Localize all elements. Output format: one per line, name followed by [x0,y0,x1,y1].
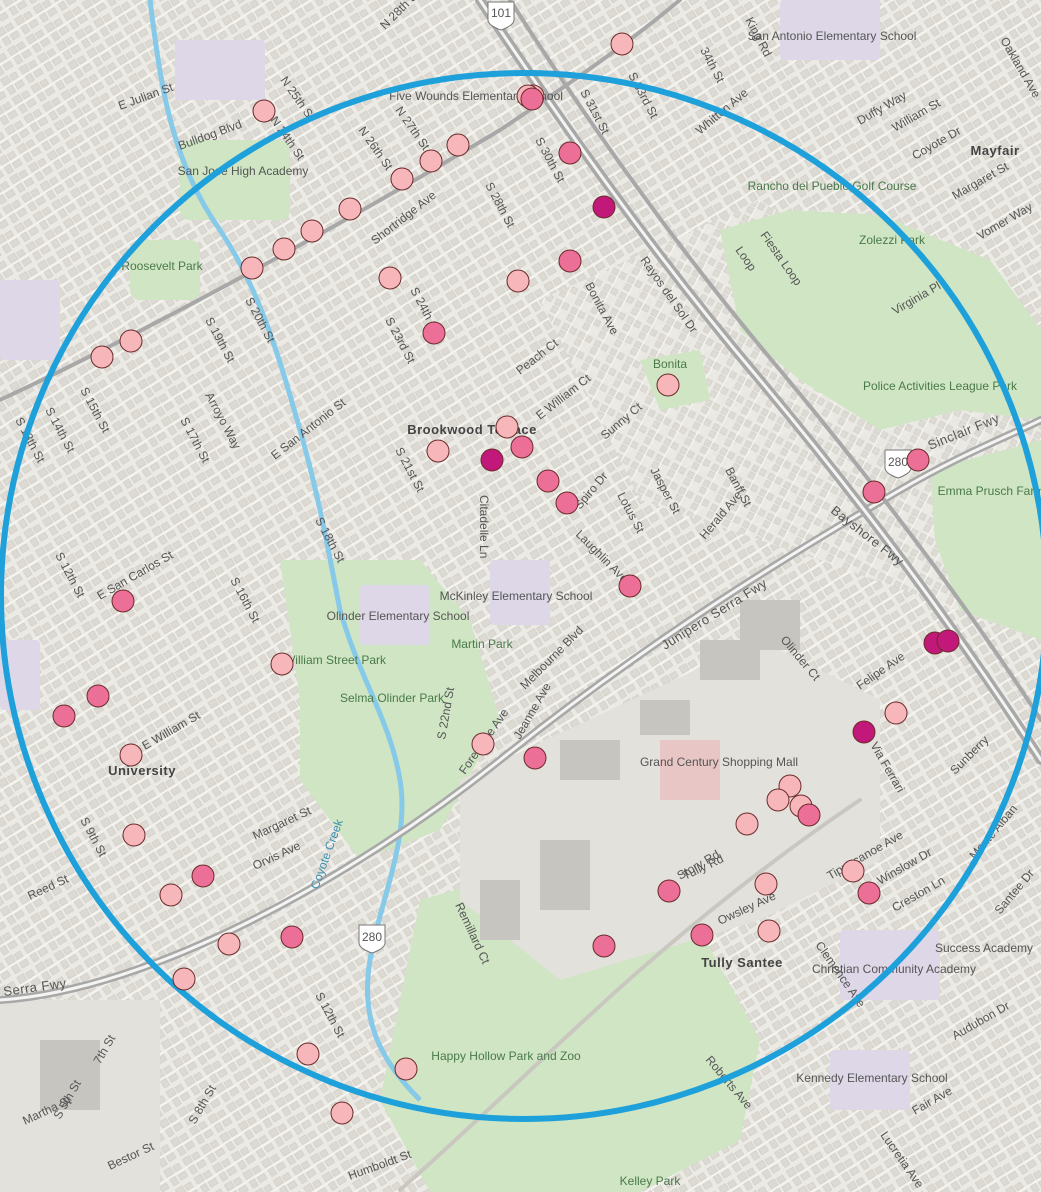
success-academy-label: Success Academy [935,941,1033,955]
olinder-elementary-label: Olinder Elementary School [327,609,470,623]
street-label: Citadelle Ln [477,495,491,558]
marker-light[interactable] [90,345,114,369]
marker-mid[interactable] [280,925,304,949]
marker-light[interactable] [757,919,781,943]
zolezzi-park-label: Zolezzi Park [859,233,926,247]
happy-hollow-label: Happy Hollow Park and Zoo [431,1049,581,1063]
marker-light[interactable] [272,237,296,261]
marker-mid[interactable] [558,141,582,165]
marker-light[interactable] [378,266,402,290]
marker-mid[interactable] [52,704,76,728]
marker-light[interactable] [610,32,634,56]
highway-101-label: 101 [491,6,511,20]
marker-mid[interactable] [592,934,616,958]
highway-280-shield-south: 280 [358,924,386,954]
marker-mid[interactable] [191,864,215,888]
marker-light[interactable] [426,439,450,463]
marker-light[interactable] [119,329,143,353]
pal-park-label: Police Activities League Park [863,379,1018,393]
search-radius-ring [0,70,1041,1122]
marker-mid[interactable] [657,879,681,903]
marker-light[interactable] [419,149,443,173]
emma-prusch-label: Emma Prusch Farm Park [938,484,1041,498]
marker-light[interactable] [338,197,362,221]
marker-mid[interactable] [862,480,886,504]
marker-light[interactable] [270,652,294,676]
marker-light[interactable] [841,859,865,883]
marker-dark[interactable] [480,448,504,472]
martin-park-label: Martin Park [451,637,513,651]
marker-light[interactable] [471,732,495,756]
park-labels: Roosevelt Park William Street Park Selma… [121,179,1041,1188]
marker-light[interactable] [390,167,414,191]
marker-light[interactable] [300,219,324,243]
marker-dark[interactable] [852,720,876,744]
mckinley-elementary-label: McKinley Elementary School [440,589,593,603]
marker-light[interactable] [122,823,146,847]
marker-light[interactable] [252,99,276,123]
marker-light[interactable] [766,788,790,812]
marker-light[interactable] [884,701,908,725]
marker-light[interactable] [172,967,196,991]
kennedy-elementary-label: Kennedy Elementary School [796,1071,947,1085]
marker-light[interactable] [656,373,680,397]
marker-dark[interactable] [592,195,616,219]
selma-olinder-park-label: Selma Olinder Park [340,691,445,705]
university-label: University [108,763,176,778]
marker-light[interactable] [119,743,143,767]
kelley-park-label: Kelley Park [620,1174,682,1188]
marker-light[interactable] [754,872,778,896]
school-labels: San Jose High Academy Five Wounds Elemen… [178,29,1033,1085]
coyote-creek [147,0,422,1102]
marker-mid[interactable] [857,881,881,905]
highway-shields: 101 280 280 [358,1,912,954]
bonita-label: Bonita [653,357,687,371]
marker-light[interactable] [495,415,519,439]
san-jose-high-label: San Jose High Academy [178,164,309,178]
marker-mid[interactable] [618,574,642,598]
san-antonio-elementary-label: San Antonio Elementary School [748,29,917,43]
highway-280-shield-north: 280 [884,449,912,479]
marker-mid[interactable] [536,469,560,493]
marker-mid[interactable] [111,589,135,613]
mayfair-label: Mayfair [970,143,1019,158]
highway-101-shield: 101 [487,1,515,31]
marker-light[interactable] [330,1101,354,1125]
marker-light[interactable] [446,133,470,157]
marker-mid[interactable] [523,746,547,770]
marker-light[interactable] [217,932,241,956]
william-street-park-label: William Street Park [284,653,387,667]
marker-mid[interactable] [520,87,544,111]
roosevelt-park-label: Roosevelt Park [121,259,203,273]
highway-280-label-south: 280 [362,930,382,944]
grand-century-label: Grand Century Shopping Mall [640,755,798,769]
marker-layer [52,32,960,1125]
marker-light[interactable] [506,269,530,293]
marker-mid[interactable] [510,435,534,459]
highway-280-label-north: 280 [888,455,908,469]
marker-mid[interactable] [906,448,930,472]
marker-mid[interactable] [690,923,714,947]
marker-light[interactable] [159,883,183,907]
marker-mid[interactable] [797,803,821,827]
marker-dark[interactable] [936,629,960,653]
marker-mid[interactable] [86,684,110,708]
marker-light[interactable] [296,1042,320,1066]
marker-mid[interactable] [558,249,582,273]
tully-santee-label: Tully Santee [701,955,783,970]
rancho-del-pueblo-label: Rancho del Pueblo Golf Course [748,179,917,193]
marker-light[interactable] [394,1057,418,1081]
marker-light[interactable] [240,256,264,280]
marker-mid[interactable] [555,491,579,515]
marker-mid[interactable] [422,321,446,345]
building-footprints [40,600,800,1110]
marker-light[interactable] [735,812,759,836]
